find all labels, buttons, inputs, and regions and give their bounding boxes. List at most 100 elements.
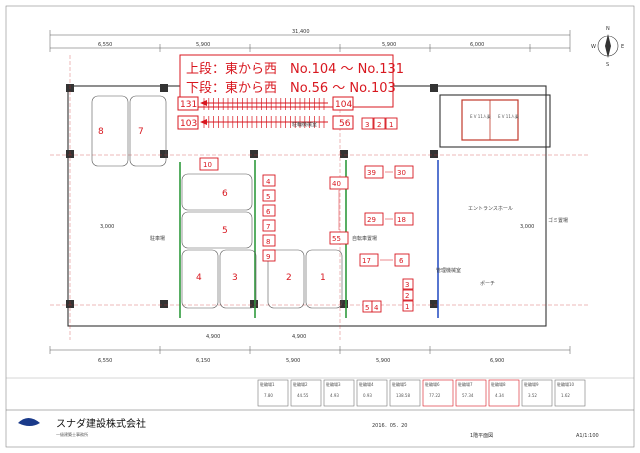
dim-top-5: 6,000 (470, 42, 484, 48)
bike-rack-ticks (203, 98, 325, 128)
car-7: 7 (138, 127, 144, 137)
top-dimension-lines (49, 30, 571, 52)
area-table-value: 7.80 (264, 393, 273, 398)
area-table-value: 4.93 (330, 393, 339, 398)
bike-block-arrows (338, 171, 393, 261)
room-bike: 自転車置場 (352, 235, 377, 242)
bike-top-right: 104 (335, 100, 352, 110)
area-table-cell (290, 379, 322, 407)
dim-total: 31,400 (292, 29, 310, 35)
area-table-header: 駐輪場8 (491, 381, 506, 387)
dim-bottom-1: 6,550 (98, 358, 112, 364)
area-table-cell (389, 379, 421, 407)
bike-top-left: 131 (180, 100, 197, 110)
bike-bottom-left: 103 (180, 119, 197, 129)
compass-w: W (591, 44, 596, 50)
area-table-header: 駐輪場7 (458, 381, 473, 387)
room-manage: 管理機械室 (436, 267, 461, 274)
area-table-cell (257, 379, 289, 407)
room-mech: 駐輪機械室 (292, 121, 317, 128)
dim-bottom-2: 6,150 (196, 358, 210, 364)
stall-column: 4 5 6 7 8 9 (262, 174, 276, 262)
bottom-dimension-lines (49, 346, 571, 354)
axis-lines (50, 55, 590, 340)
legend-line-2: 下段：東から西 No.56 ～ No.103 (186, 80, 396, 96)
compass-e: E (621, 44, 624, 50)
block-18: 18 (397, 216, 406, 224)
dim-top-4: 5,900 (382, 42, 396, 48)
drawing-title: 1階平面図 (470, 432, 493, 439)
small-4: 4 (374, 304, 379, 312)
area-table-header: 駐輪場1 (260, 381, 275, 387)
block-39: 39 (367, 169, 376, 177)
area-table-value: 1.62 (561, 393, 570, 398)
title-block: スナダ建設株式会社 一級建築士事務所 2016．05．20 1階平面図 A1/1… (6, 377, 634, 439)
stall-9: 9 (266, 253, 270, 261)
area-table-header: 駐輪場6 (425, 381, 440, 387)
parking-stalls-left (91, 95, 343, 309)
room-entrance: エントランスホール (468, 206, 513, 212)
area-table-value: 4.34 (495, 393, 504, 398)
area-table-value: 57.34 (462, 393, 474, 398)
car-3: 3 (232, 273, 238, 283)
compass-s: S (606, 62, 609, 68)
area-table-cell (422, 379, 454, 407)
car-2: 2 (286, 273, 292, 283)
block-55: 55 (332, 235, 341, 243)
stall-6: 6 (266, 208, 271, 216)
dim-bottom-4: 5,900 (376, 358, 390, 364)
area-table-cell (455, 379, 487, 407)
bike-bottom-right: 56 (339, 119, 351, 129)
car-8: 8 (98, 127, 104, 137)
company-logo (18, 418, 40, 426)
area-table-header: 駐輪場3 (326, 381, 341, 387)
legend-line-1: 上段：東から西 No.104 ～ No.131 (186, 61, 404, 77)
block-17: 17 (362, 257, 371, 265)
company-name: スナダ建設株式会社 (56, 417, 146, 430)
dim-mid-1: 4,900 (206, 334, 220, 340)
area-table-header: 駐輪場10 (557, 381, 575, 387)
area-table-value: 3.52 (528, 393, 537, 398)
small-2: 2 (377, 121, 381, 129)
area-table-cell (521, 379, 553, 407)
dim-mid-3: 3,000 (100, 224, 114, 230)
area-table-cell (323, 379, 355, 407)
stall-8: 8 (266, 238, 270, 246)
sheet-frame (5, 5, 635, 448)
ev-1-label: E V 11人乗 (470, 113, 491, 119)
small-2b: 2 (405, 292, 409, 300)
dim-bottom-5: 6,900 (490, 358, 504, 364)
compass-n: N (606, 26, 610, 32)
legend-box (179, 54, 394, 108)
small-boxes: 3 2 1 10 5 4 3 2 1 (199, 117, 414, 313)
dim-mid-4: 3,000 (520, 224, 534, 230)
small-3: 3 (365, 121, 369, 129)
block-40: 40 (332, 180, 341, 188)
area-table-value: 77.22 (429, 393, 441, 398)
block-6: 6 (399, 257, 404, 265)
car-1: 1 (320, 273, 326, 283)
room-porch: ポーチ (480, 280, 495, 287)
area-table-cell (554, 379, 586, 407)
area-table-header: 駐輪場5 (392, 381, 407, 387)
block-29: 29 (367, 216, 376, 224)
compass: N S E W (591, 26, 624, 68)
area-table-value: 44.55 (297, 393, 309, 398)
room-parking: 駐車場 (150, 235, 165, 242)
small-1: 1 (389, 121, 393, 129)
area-tables: 駐輪場17.80駐輪場244.55駐輪場34.93駐輪場40.93駐輪場5138… (257, 379, 586, 407)
car-5: 5 (222, 226, 228, 236)
dim-bottom-3: 5,900 (286, 358, 300, 364)
area-table-value: 138.58 (396, 393, 410, 398)
car-4: 4 (196, 273, 202, 283)
ev-2-label: E V 11人乗 (498, 113, 519, 119)
room-garbage: ゴミ置場 (548, 217, 568, 224)
area-table-value: 0.93 (363, 393, 372, 398)
area-table-header: 駐輪場9 (524, 381, 539, 387)
small-5: 5 (365, 304, 369, 312)
stall-5: 5 (266, 193, 270, 201)
bike-blocks: 40 55 39 30 29 18 17 6 (329, 165, 414, 267)
stall-4: 4 (266, 178, 271, 186)
